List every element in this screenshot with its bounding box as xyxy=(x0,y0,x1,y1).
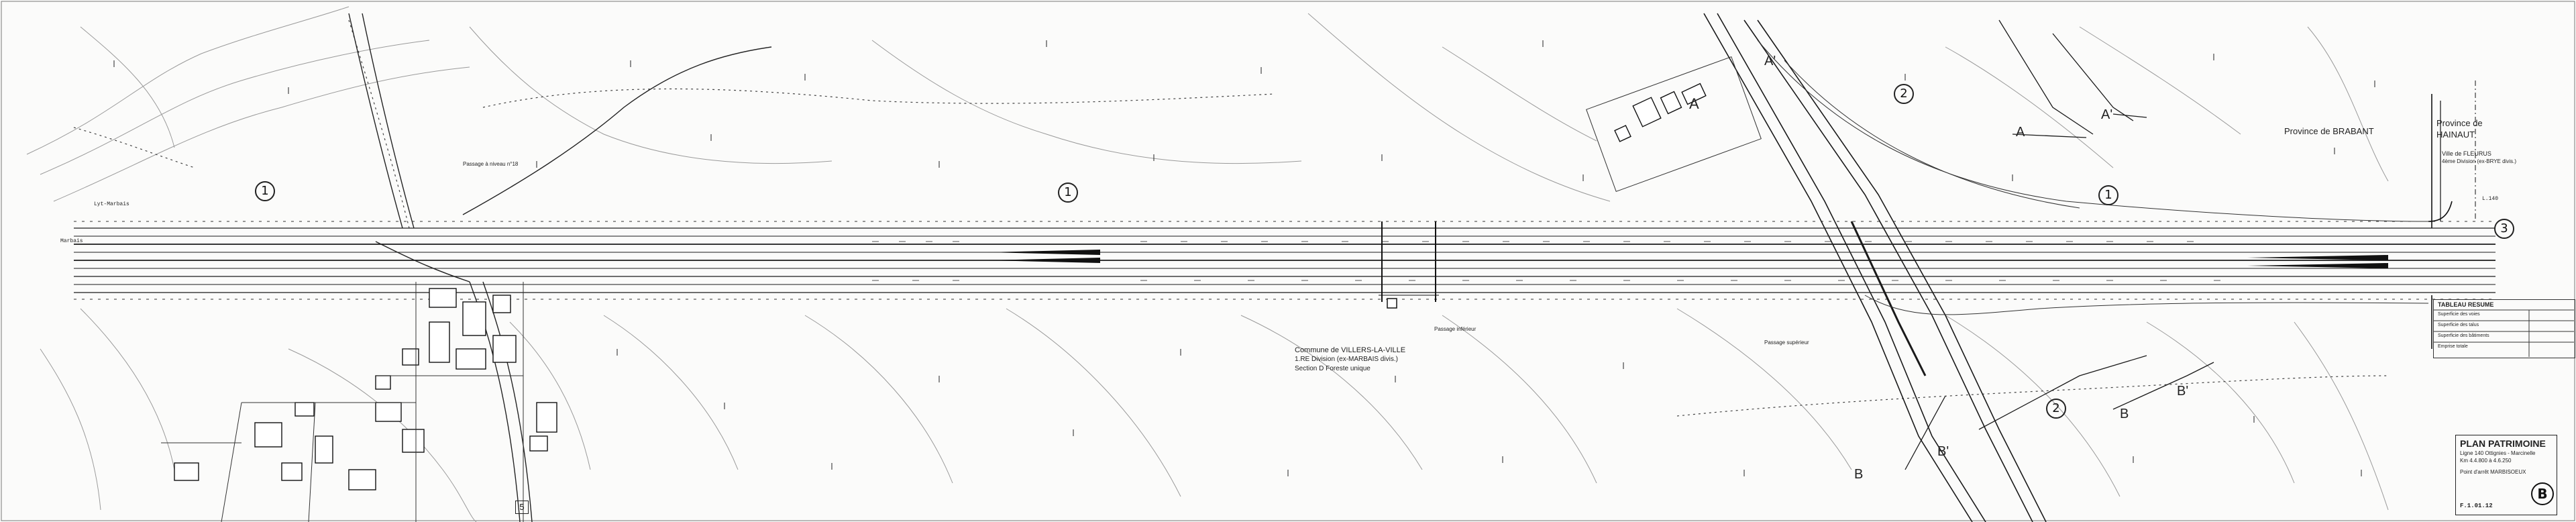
village-plots xyxy=(161,282,524,522)
zone-marker: 1 xyxy=(2098,185,2118,205)
plan-line: Ligne 140 Ottignies - Marcinelle xyxy=(2460,450,2536,456)
zone-marker: 5 xyxy=(515,501,529,514)
branch-line xyxy=(1703,13,2047,522)
crossing-note: Passage inférieur xyxy=(1434,326,1477,332)
legend-grid xyxy=(2433,309,2574,357)
legend-row: Superficie des talus xyxy=(2438,323,2479,327)
section-cut-lines xyxy=(1904,19,2214,470)
commune-division: 1.RE Division (ex-MARBAIS divis.) xyxy=(1295,356,1398,363)
station-label-west: Marbais xyxy=(60,238,83,244)
farm-buildings xyxy=(1614,83,1707,142)
track-label-west: Lyt-Marbais xyxy=(94,201,129,207)
crossing-note: Passage à niveau n°18 xyxy=(463,161,519,167)
section-label-b-prime: B' xyxy=(2177,384,2189,399)
branch-line-bold xyxy=(1850,221,1927,376)
section-label-a-prime: A' xyxy=(1764,54,1776,68)
city-label-fleurus: Ville de FLEURUS xyxy=(2442,150,2491,157)
road-north-west xyxy=(348,13,772,229)
zone-marker: 2 xyxy=(1894,84,1914,104)
section-label-b-prime: B' xyxy=(1937,444,1949,459)
property-limits xyxy=(74,221,2496,300)
commune-section: Section D Foreste unique xyxy=(1295,365,1371,372)
legend-row: Superficie des bâtiments xyxy=(2438,333,2489,338)
legend-row: Emprise totale xyxy=(2438,344,2468,349)
track-label-east: L.140 xyxy=(2482,196,2499,202)
railway-tracks xyxy=(74,227,2496,293)
zone-marker: 3 xyxy=(2494,219,2514,239)
province-boundary xyxy=(2428,94,2453,349)
contour-lines xyxy=(26,6,2389,522)
road-south xyxy=(375,241,533,522)
zone-marker: 2 xyxy=(2046,399,2066,419)
plan-km: Km 4.4.800 à 4.6.250 xyxy=(2460,458,2512,464)
sncb-logo-icon: B xyxy=(2531,482,2554,505)
plan-stop: Point d'arrêt MARBISOEUX xyxy=(2460,469,2526,475)
province-label-hainaut-2: HAINAUT xyxy=(2436,129,2475,140)
platform-marks xyxy=(986,250,2388,268)
gauge-marker xyxy=(1387,298,1397,309)
city-division-fleurus: 4ème Division (ex-BRYE divis.) xyxy=(2442,158,2516,164)
hatch-marks xyxy=(872,241,2220,281)
zone-marker: 1 xyxy=(1058,182,1078,203)
sheet-number: F.1.01.12 xyxy=(2460,503,2493,509)
survey-points xyxy=(113,40,2375,476)
section-label-b: B xyxy=(1854,467,1864,482)
summary-legend: TABLEAU RESUME Superficie des voies Supe… xyxy=(2433,299,2575,358)
section-label-b: B xyxy=(2120,407,2129,421)
section-label-a-prime: A' xyxy=(2101,107,2113,122)
legend-row: Superficie des voies xyxy=(2438,312,2480,317)
section-label-a: A xyxy=(2016,125,2025,140)
section-label-a: A xyxy=(1689,95,1699,112)
overpass-bridge xyxy=(1379,221,1439,302)
zone-marker: 1 xyxy=(255,181,275,201)
embankment-curves xyxy=(1757,40,2429,315)
plan-title: PLAN PATRIMOINE xyxy=(2460,438,2546,449)
legend-title: TABLEAU RESUME xyxy=(2438,301,2494,308)
title-block: PLAN PATRIMOINE Ligne 140 Ottignies - Ma… xyxy=(2455,435,2557,515)
village-buildings xyxy=(174,288,557,490)
province-label-brabant: Province de BRABANT xyxy=(2284,126,2374,136)
dotted-paths xyxy=(73,19,2389,417)
crossing-note: Passage supérieur xyxy=(1764,340,1809,346)
province-label-hainaut-1: Province de xyxy=(2436,118,2483,128)
farm-parcel xyxy=(1586,56,1762,193)
commune-label: Commune de VILLERS-LA-VILLE xyxy=(1295,346,1406,354)
